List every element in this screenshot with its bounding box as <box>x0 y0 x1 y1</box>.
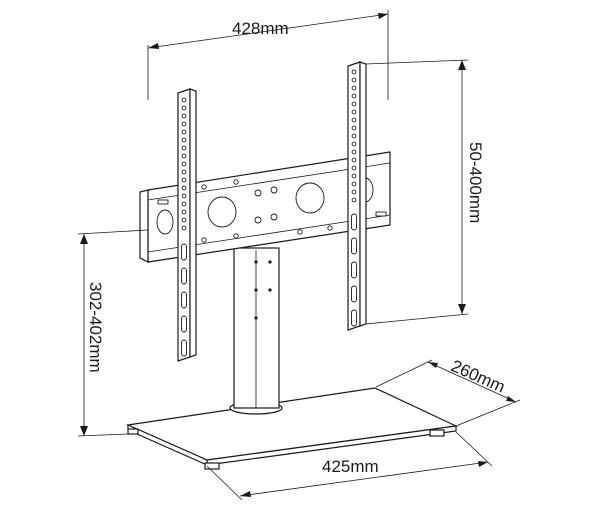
dimension-stand-height: 302-402mm <box>77 229 149 437</box>
bracket-hole <box>351 125 357 131</box>
bracket-hole <box>181 209 187 215</box>
dimension-base-width: 425mm <box>206 431 493 501</box>
bracket-hole <box>181 113 187 119</box>
bracket-slot <box>351 285 357 303</box>
bracket-hole <box>181 193 187 199</box>
bracket-slot <box>351 213 357 231</box>
dimension-label-bracket-height: 50-400mm <box>466 142 485 223</box>
dimension-label-top-width: 428mm <box>232 19 289 38</box>
bracket-hole <box>181 105 187 111</box>
bracket-hole <box>181 177 187 183</box>
bracket-hole <box>181 169 187 175</box>
bracket-slot <box>181 339 187 357</box>
bracket-hole <box>181 201 187 207</box>
mount-hole <box>207 196 237 228</box>
bracket-slot <box>181 267 187 285</box>
base-plate <box>125 387 459 470</box>
bracket-hole <box>351 133 357 139</box>
bracket-hole <box>351 85 357 91</box>
bracket-hole <box>351 77 357 83</box>
left-vertical-bracket <box>177 88 197 362</box>
bracket-hole <box>351 117 357 123</box>
bracket-hole <box>181 97 187 103</box>
bracket-slot <box>351 309 357 327</box>
bracket-hole <box>351 141 357 147</box>
bracket-slot <box>181 315 187 333</box>
bracket-hole <box>351 149 357 155</box>
bracket-hole <box>181 185 187 191</box>
bracket-hole <box>351 69 357 75</box>
bracket-slot <box>181 291 187 309</box>
bracket-hole <box>181 153 187 159</box>
bracket-hole <box>351 109 357 115</box>
bracket-slot <box>351 237 357 255</box>
dimension-bracket-height: 50-400mm <box>365 59 485 325</box>
dimension-top-width: 428mm <box>147 10 389 100</box>
bracket-hole <box>351 93 357 99</box>
support-column <box>229 247 283 415</box>
bracket-hole <box>351 157 357 163</box>
base-foot <box>429 429 445 437</box>
bracket-slot <box>351 261 357 279</box>
bracket-hole <box>181 217 187 223</box>
right-vertical-bracket <box>347 61 367 331</box>
bracket-hole <box>181 225 187 231</box>
bracket-hole <box>181 121 187 127</box>
bracket-hole <box>181 145 187 151</box>
bracket-hole <box>351 173 357 179</box>
bracket-hole <box>181 137 187 143</box>
bracket-slot <box>181 243 187 261</box>
bracket-hole <box>181 161 187 167</box>
dimension-label-stand-height: 302-402mm <box>86 282 105 373</box>
base-foot <box>204 462 220 470</box>
bracket-hole <box>351 101 357 107</box>
bracket-hole <box>351 181 357 187</box>
mount-hole <box>295 182 325 214</box>
bracket-hole <box>351 189 357 195</box>
bracket-hole <box>181 129 187 135</box>
dimension-label-base-depth: 260mm <box>448 356 508 396</box>
bracket-hole <box>351 165 357 171</box>
bracket-hole <box>351 197 357 203</box>
base-foot <box>127 428 139 435</box>
dimension-label-base-width: 425mm <box>322 457 379 476</box>
